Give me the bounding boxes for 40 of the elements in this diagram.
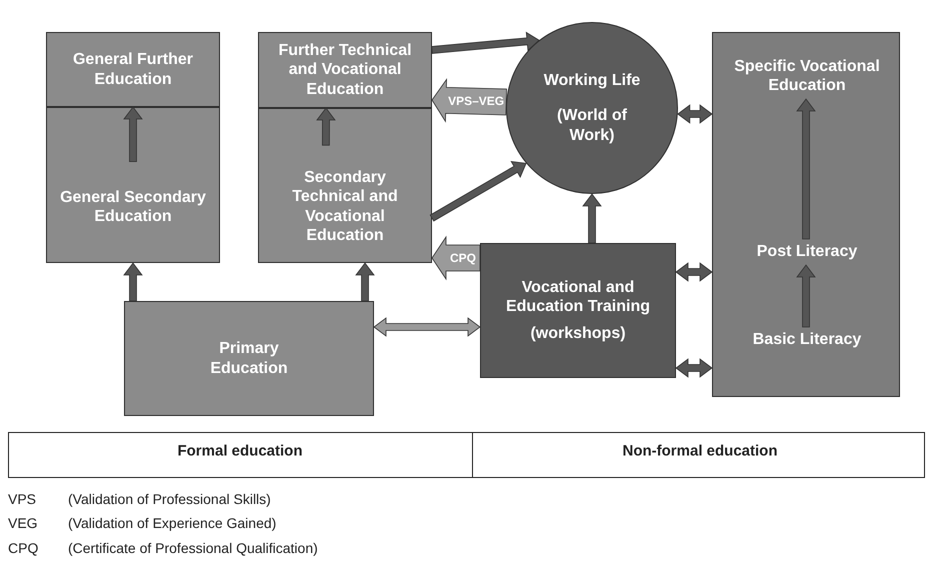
box-text: Vocational and Education Training [504, 278, 651, 316]
double-arrow [677, 104, 713, 124]
double-arrow [675, 262, 713, 282]
education-box [124, 301, 374, 416]
table-heading: Non-formal education [622, 442, 778, 460]
training-box [480, 243, 676, 378]
abbreviation: CPQ [8, 540, 38, 556]
table-heading: Formal education [177, 442, 303, 460]
arrow [430, 161, 527, 222]
arrow [796, 98, 816, 240]
box-text: General Further Education [72, 50, 194, 89]
abbreviation: VEG [8, 515, 38, 531]
education-box [258, 32, 432, 108]
arrow [316, 107, 336, 146]
arrow [431, 32, 540, 54]
panel-heading: Specific Vocational Education [717, 53, 897, 99]
vocational-education-panel [712, 32, 900, 397]
arrow [123, 106, 143, 162]
box-text: Further Technical and Vocational Education [277, 41, 413, 99]
stage-label: Basic Literacy [717, 327, 897, 353]
box-text: Secondary Technical and Vocational Education [291, 168, 399, 245]
education-box [258, 108, 432, 263]
box-text: Working Life [544, 71, 640, 90]
stage-label: Post Literacy [717, 239, 897, 265]
arrow [355, 262, 375, 302]
box-text: (workshops) [530, 324, 626, 344]
arrow [582, 193, 602, 244]
abbreviation-meaning: (Validation of Professional Skills) [68, 491, 271, 507]
abbreviation-meaning: (Certificate of Professional Qualification) [68, 540, 318, 556]
box-text: (World of Work) [556, 106, 628, 145]
double-arrow [675, 358, 713, 378]
education-box [46, 107, 220, 263]
education-box [46, 32, 220, 107]
abbreviation: VPS [8, 491, 36, 507]
arrow [796, 264, 816, 328]
abbreviation-meaning: (Validation of Experience Gained) [68, 515, 276, 531]
box-text: Primary Education [209, 339, 289, 378]
double-arrow [373, 317, 481, 337]
box-text: General Secondary Education [59, 188, 207, 226]
arrow [123, 262, 143, 302]
